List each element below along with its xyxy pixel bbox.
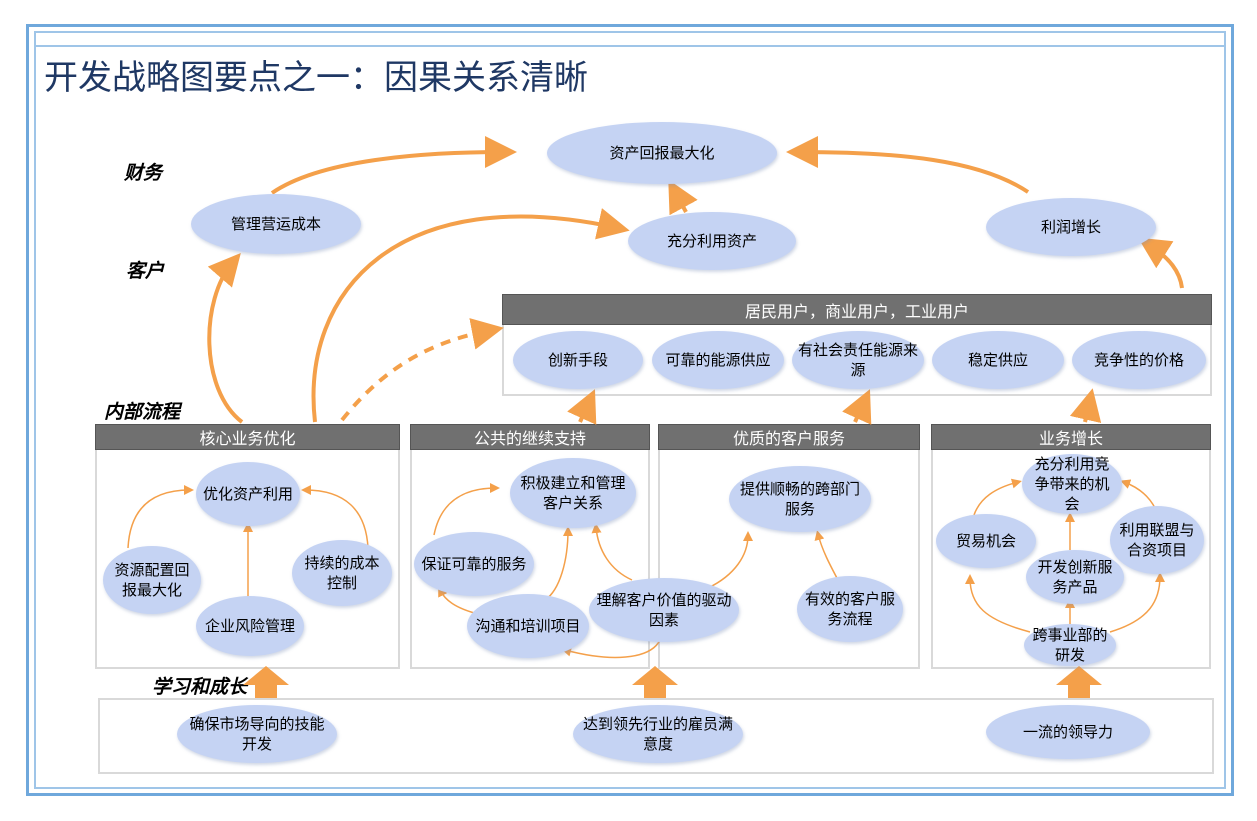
- asset-return-goal: 资产回报最大化: [547, 122, 777, 184]
- customer-item: 稳定供应: [932, 331, 1064, 389]
- thick-arrows: [207, 136, 1184, 425]
- public-item: 理解客户价值的驱动因素: [589, 578, 739, 642]
- inner-frame: [34, 31, 1226, 789]
- core-header: 核心业务优化: [95, 424, 400, 450]
- learning-item: 一流的领导力: [986, 705, 1150, 759]
- profit-growth-goal: 利润增长: [986, 198, 1156, 256]
- public-header: 公共的继续支持: [410, 424, 650, 450]
- customer-header: 居民用户，商业用户，工业用户: [502, 294, 1212, 325]
- layer-label-customer: 客户: [126, 260, 165, 282]
- operating-cost-goal: 管理营运成本: [191, 194, 361, 254]
- customer-item: 竞争性的价格: [1072, 331, 1206, 389]
- growth-item: 利用联盟与合资项目: [1110, 506, 1204, 574]
- layer-label-internal: 内部流程: [104, 401, 181, 423]
- growth-item: 充分利用竞争带来的机会: [1022, 454, 1122, 514]
- growth-item: 跨事业部的研发: [1024, 624, 1116, 666]
- growth-item: 贸易机会: [936, 514, 1036, 568]
- asset-utilization-goal: 充分利用资产: [628, 212, 796, 270]
- service-header: 优质的客户服务: [658, 424, 920, 450]
- layer-label-learning: 学习和成长: [152, 676, 248, 698]
- public-item: 保证可靠的服务: [414, 532, 534, 596]
- growth-header: 业务增长: [931, 424, 1211, 450]
- customer-item: 可靠的能源供应: [652, 331, 784, 389]
- service-item: 有效的客户服务流程: [797, 576, 903, 642]
- title-bar: [34, 31, 1226, 47]
- learning-block-arrows: [243, 666, 1102, 698]
- core-item: 资源配置回报最大化: [103, 546, 201, 614]
- layer-label-finance: 财务: [124, 162, 163, 184]
- customer-item: 创新手段: [513, 331, 643, 389]
- learning-item: 确保市场导向的技能开发: [177, 705, 337, 763]
- public-item: 积极建立和管理客户关系: [510, 458, 636, 528]
- learning-item: 达到领先行业的雇员满意度: [573, 705, 743, 763]
- outer-frame: [26, 24, 1234, 796]
- core-item: 优化资产利用: [196, 462, 300, 526]
- page-title: 开发战略图要点之一：因果关系清晰: [44, 58, 588, 98]
- service-item: 提供顺畅的跨部门服务: [729, 466, 871, 532]
- growth-item: 开发创新服务产品: [1026, 550, 1124, 604]
- core-item: 企业风险管理: [196, 596, 304, 656]
- public-item: 沟通和培训项目: [467, 594, 589, 658]
- core-item: 持续的成本控制: [292, 540, 392, 606]
- customer-item: 有社会责任能源来源: [792, 331, 924, 389]
